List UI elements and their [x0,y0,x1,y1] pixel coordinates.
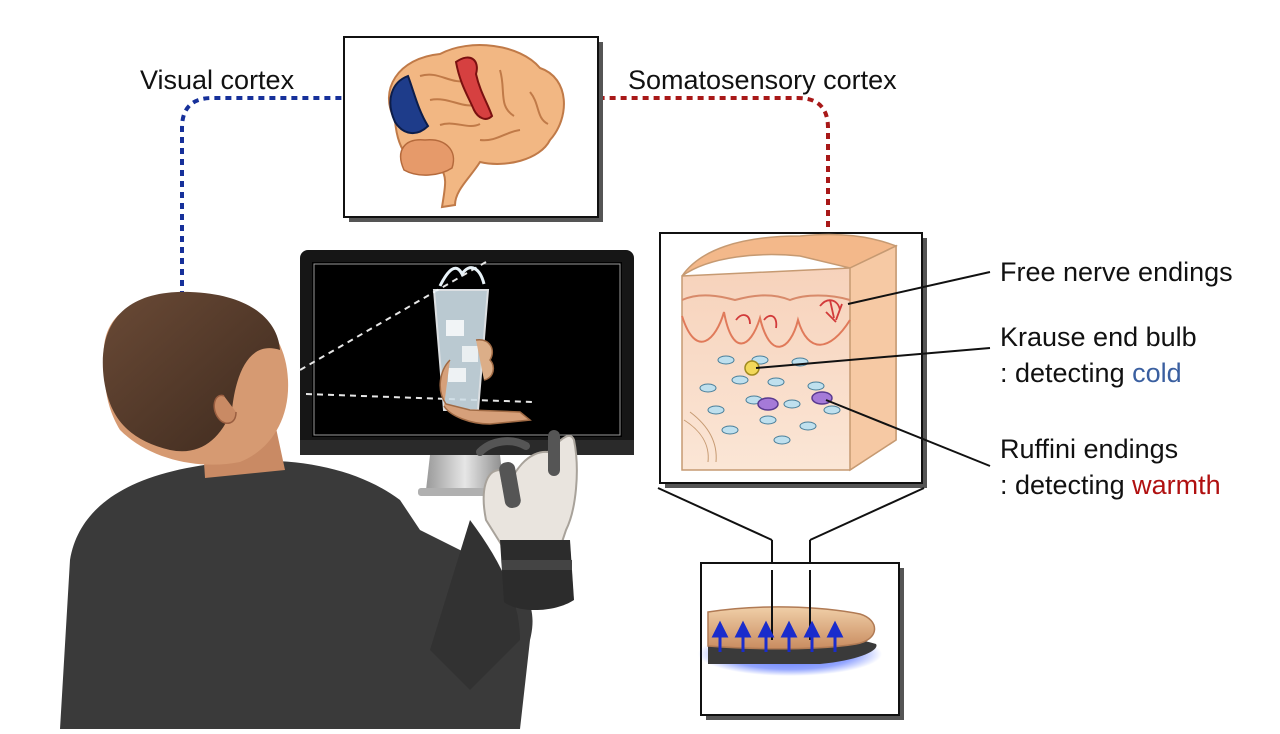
monitor-icon [299,250,634,496]
cold-word: cold [1132,358,1182,388]
somatosensory-cortex-label: Somatosensory cortex [628,65,897,95]
krause-prefix: : detecting [1000,358,1133,388]
finger-panel [657,487,925,720]
warmth-word: warmth [1132,470,1221,500]
free-nerve-endings-label: Free nerve endings [1000,257,1233,287]
brain-panel [343,36,603,222]
krause-leader-line [755,347,991,369]
ice-glass-icon [432,266,490,411]
haptic-glove-icon [476,430,578,611]
ruffini-leader-line [825,399,991,467]
somatosensory-cortex-region [454,56,494,120]
ruffini-endings-label: Ruffini endings [1000,434,1179,464]
free-nerve-leader-line [847,271,991,305]
heat-flow-arrows-icon [711,620,844,652]
krause-end-bulb-label: Krause end bulb [1000,322,1197,352]
ruffini-function-label: : detecting warmth [1000,468,1221,502]
ruffini-prefix: : detecting [1000,470,1133,500]
skin-panel [659,232,927,488]
visual-cortex-region [389,74,430,134]
brain-icon [388,44,565,209]
visual-cortex-label: Visual cortex [140,65,295,95]
krause-function-label: : detecting cold [1000,356,1182,390]
person-icon [60,291,533,729]
